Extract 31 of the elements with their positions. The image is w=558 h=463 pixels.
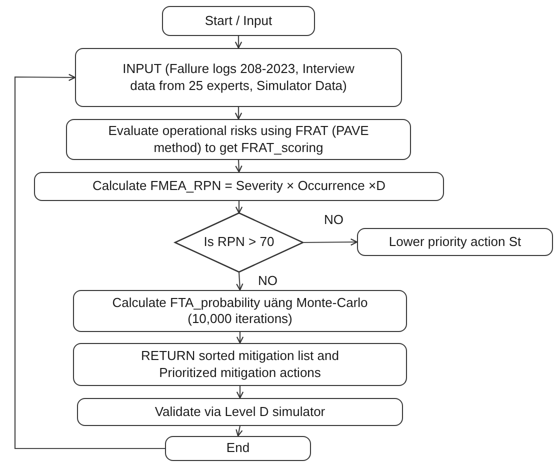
process-box: [165, 436, 311, 461]
box-text: End: [226, 440, 250, 457]
process-box: [73, 290, 407, 332]
box-text: Lower priority action St: [388, 234, 522, 250]
box-text: RETURN sorted mitigation list and Prioritized mitigation actions: [140, 348, 340, 381]
decision-text: Is RPN > 70: [204, 234, 274, 251]
process-box: [357, 228, 553, 256]
box-text: Validate via Level D simulator: [154, 404, 326, 420]
process-box: [66, 119, 411, 160]
arrow: [236, 386, 244, 399]
arrow: [234, 36, 242, 49]
box-text: Calculate FMEA_RPN = Severity × Occurrence ×D: [92, 178, 386, 195]
box-text: Start / Input: [204, 12, 272, 30]
process-box: [34, 172, 444, 201]
edge-label: NO: [256, 274, 280, 288]
arrow: [236, 332, 244, 344]
box-text: Evaluate operational risks using FRAT (PAVE method) to get FRAT_scoring: [107, 123, 370, 156]
arrow: [303, 238, 358, 246]
process-box: [73, 343, 407, 386]
process-box: [77, 398, 403, 426]
arrow: [236, 272, 244, 291]
arrow: [235, 201, 243, 214]
arrow: [236, 426, 243, 437]
box-text: INPUT (Fallure logs 208-2023, Interview data from 25 experts, Simulator Data): [122, 61, 356, 94]
edge-label: NO: [322, 213, 346, 228]
process-box: [75, 48, 402, 107]
arrow: [234, 107, 242, 120]
arrow: [235, 160, 242, 173]
process-box: [162, 6, 315, 36]
box-text: Calculate FTA_probability uäng Monte-Carlo (10,000 iterations): [111, 294, 369, 328]
arrow: [14, 74, 165, 450]
